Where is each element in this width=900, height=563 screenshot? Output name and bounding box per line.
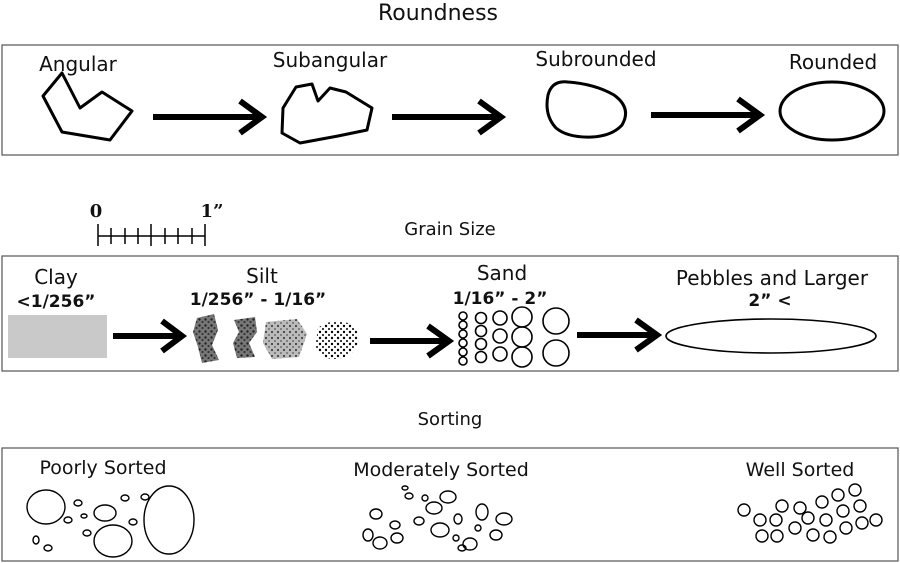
sorting-title: Sorting bbox=[418, 409, 483, 430]
label-poorly-sorted: Poorly Sorted bbox=[39, 457, 166, 479]
sand-grains bbox=[458, 306, 570, 368]
clay-range: <1/256” bbox=[17, 292, 96, 312]
pebble-shape bbox=[665, 318, 877, 354]
sand-label: Sand bbox=[477, 261, 527, 285]
inch-ruler bbox=[97, 224, 206, 246]
roundness-title: Roundness bbox=[378, 1, 498, 26]
pebbles-range: 2” < bbox=[748, 291, 791, 311]
well-sorted-grains bbox=[737, 483, 883, 544]
roundness-panel bbox=[1, 44, 899, 156]
label-subangular: Subangular bbox=[273, 48, 388, 72]
angular-grain-shape bbox=[41, 71, 134, 142]
poorly-sorted-grains bbox=[26, 485, 195, 558]
label-rounded: Rounded bbox=[789, 50, 877, 74]
moderately-sorted-grains bbox=[362, 485, 513, 552]
clay-label: Clay bbox=[34, 265, 78, 289]
silt-range: 1/256” - 1/16” bbox=[190, 290, 326, 310]
silt-grains bbox=[193, 314, 359, 363]
silt-label: Silt bbox=[246, 264, 278, 288]
rounded-grain-shape bbox=[778, 80, 886, 142]
grain-size-panel bbox=[1, 255, 899, 372]
grain-size-title: Grain Size bbox=[404, 219, 495, 240]
arrow-6 bbox=[577, 317, 663, 353]
clay-swatch bbox=[8, 315, 107, 358]
arrow-5 bbox=[370, 323, 455, 359]
scale-end-label: 1” bbox=[201, 201, 224, 222]
subrounded-grain-shape bbox=[545, 80, 628, 139]
arrow-4 bbox=[113, 318, 187, 354]
label-angular: Angular bbox=[39, 52, 118, 76]
label-subrounded: Subrounded bbox=[535, 47, 656, 71]
sand-range: 1/16” - 2” bbox=[453, 289, 548, 309]
label-well-sorted: Well Sorted bbox=[746, 459, 855, 481]
subangular-grain-shape bbox=[280, 82, 374, 145]
arrow-3 bbox=[651, 96, 766, 134]
sorting-panel bbox=[1, 447, 899, 562]
pebbles-label: Pebbles and Larger bbox=[676, 266, 869, 290]
scale-start-label: 0 bbox=[90, 201, 103, 222]
arrow-2 bbox=[392, 98, 507, 136]
arrow-1 bbox=[153, 98, 268, 136]
label-moderately-sorted: Moderately Sorted bbox=[353, 459, 529, 481]
